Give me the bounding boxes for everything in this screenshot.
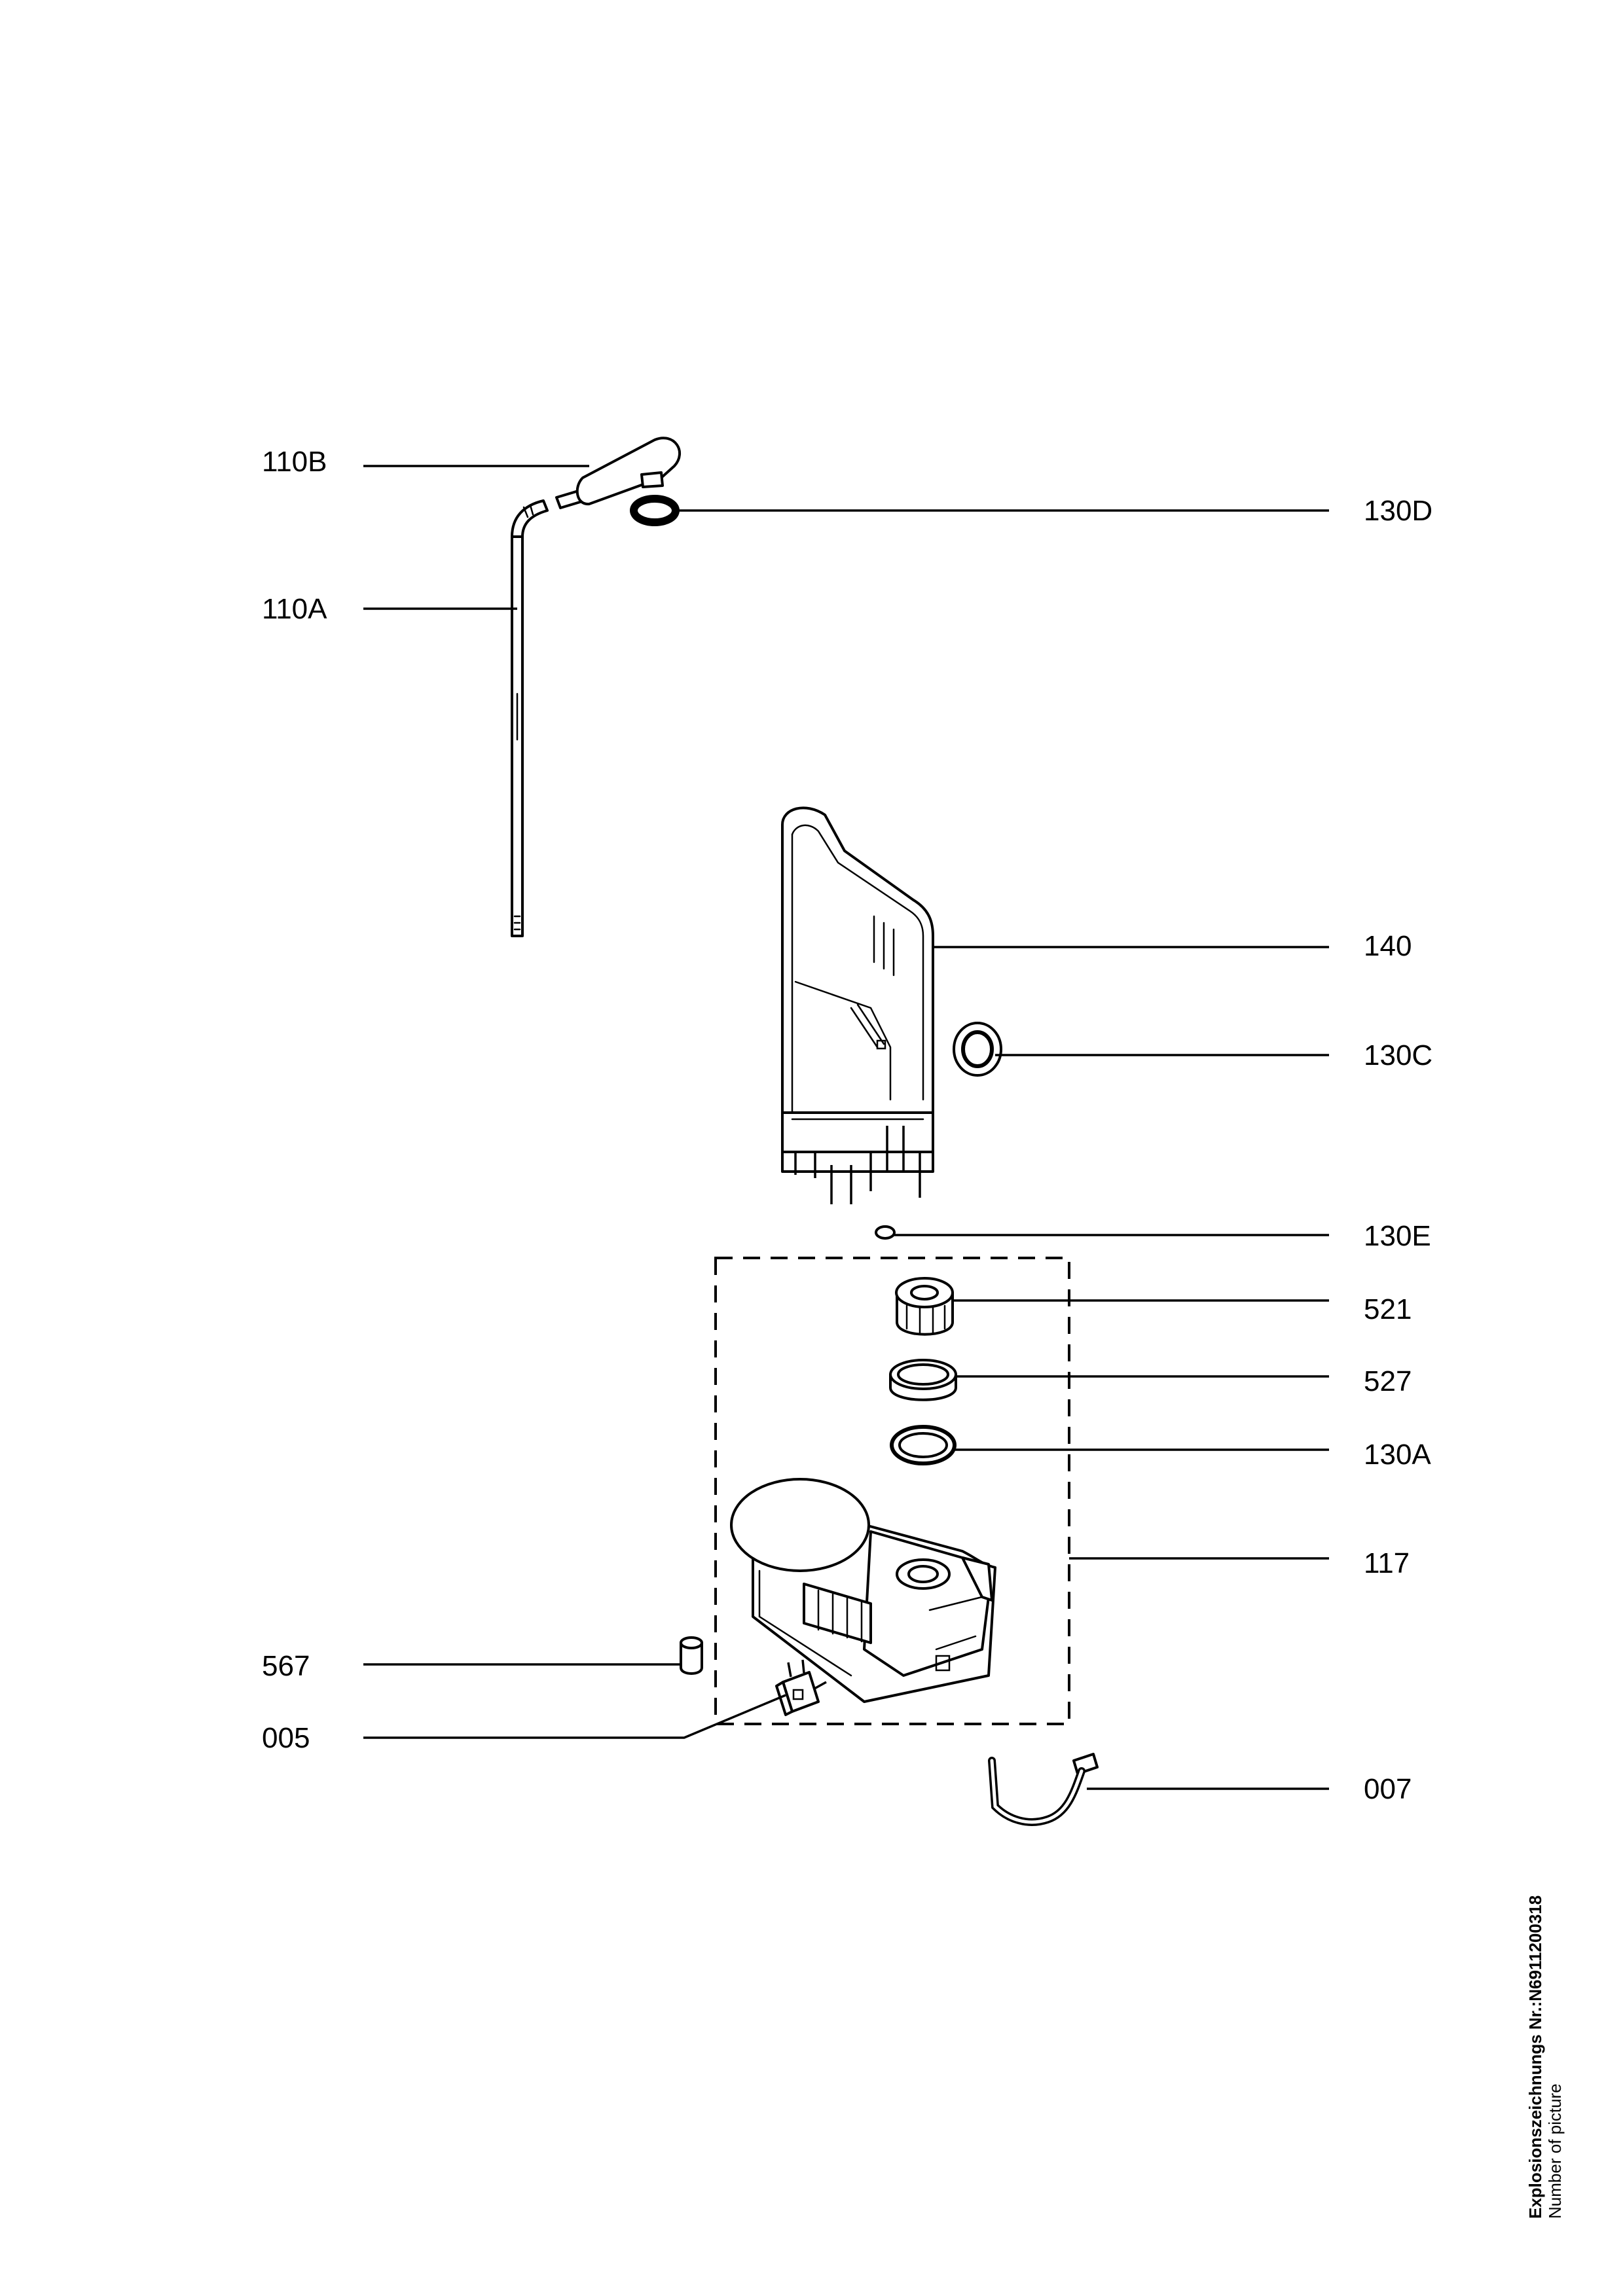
callout-labels: 110B 110A 130D 140 130C 130E 521 527 130… <box>262 446 1432 1805</box>
part-110B-connector <box>555 437 682 509</box>
part-005-switch <box>775 1659 827 1716</box>
drawing-number-line: Explosionszeichnungs Nr.:N6911200318 <box>1525 1895 1545 2219</box>
part-567-plug <box>680 1636 703 1675</box>
part-130E-ring <box>875 1225 896 1240</box>
leader-lines <box>363 465 1329 1790</box>
drawing-number-label: Explosionszeichnungs Nr.: <box>1525 2001 1545 2219</box>
picture-label: Number of picture <box>1545 2083 1565 2219</box>
callout-527: 527 <box>1364 1365 1412 1397</box>
part-110A-tube <box>511 499 549 937</box>
part-527-washer <box>889 1359 957 1401</box>
part-521-cap <box>895 1277 954 1336</box>
callout-005: 005 <box>262 1722 310 1754</box>
part-007-cable <box>988 1753 1099 1826</box>
callout-140: 140 <box>1364 930 1412 962</box>
callout-521: 521 <box>1364 1293 1412 1325</box>
drawing-number: N6911200318 <box>1525 1895 1545 2001</box>
callout-130E: 130E <box>1364 1220 1431 1252</box>
callout-117: 117 <box>1364 1547 1410 1579</box>
drawing-caption: Explosionszeichnungs Nr.:N6911200318 Num… <box>1525 1895 1565 2219</box>
part-140-housing <box>781 806 934 1204</box>
callout-567: 567 <box>262 1650 310 1682</box>
callout-110B: 110B <box>262 446 327 478</box>
callout-110A: 110A <box>262 593 327 625</box>
part-117-pump <box>730 1478 996 1703</box>
callout-130A: 130A <box>1364 1439 1431 1471</box>
leader-005 <box>363 1694 786 1739</box>
assembly-117-outline <box>714 1257 1070 1725</box>
callout-130D: 130D <box>1364 495 1432 527</box>
part-130D-oring <box>630 495 680 526</box>
part-130C-seal <box>953 1022 1002 1077</box>
part-130A-oring <box>890 1425 957 1465</box>
callout-007: 007 <box>1364 1773 1412 1805</box>
callout-130C: 130C <box>1364 1039 1432 1071</box>
